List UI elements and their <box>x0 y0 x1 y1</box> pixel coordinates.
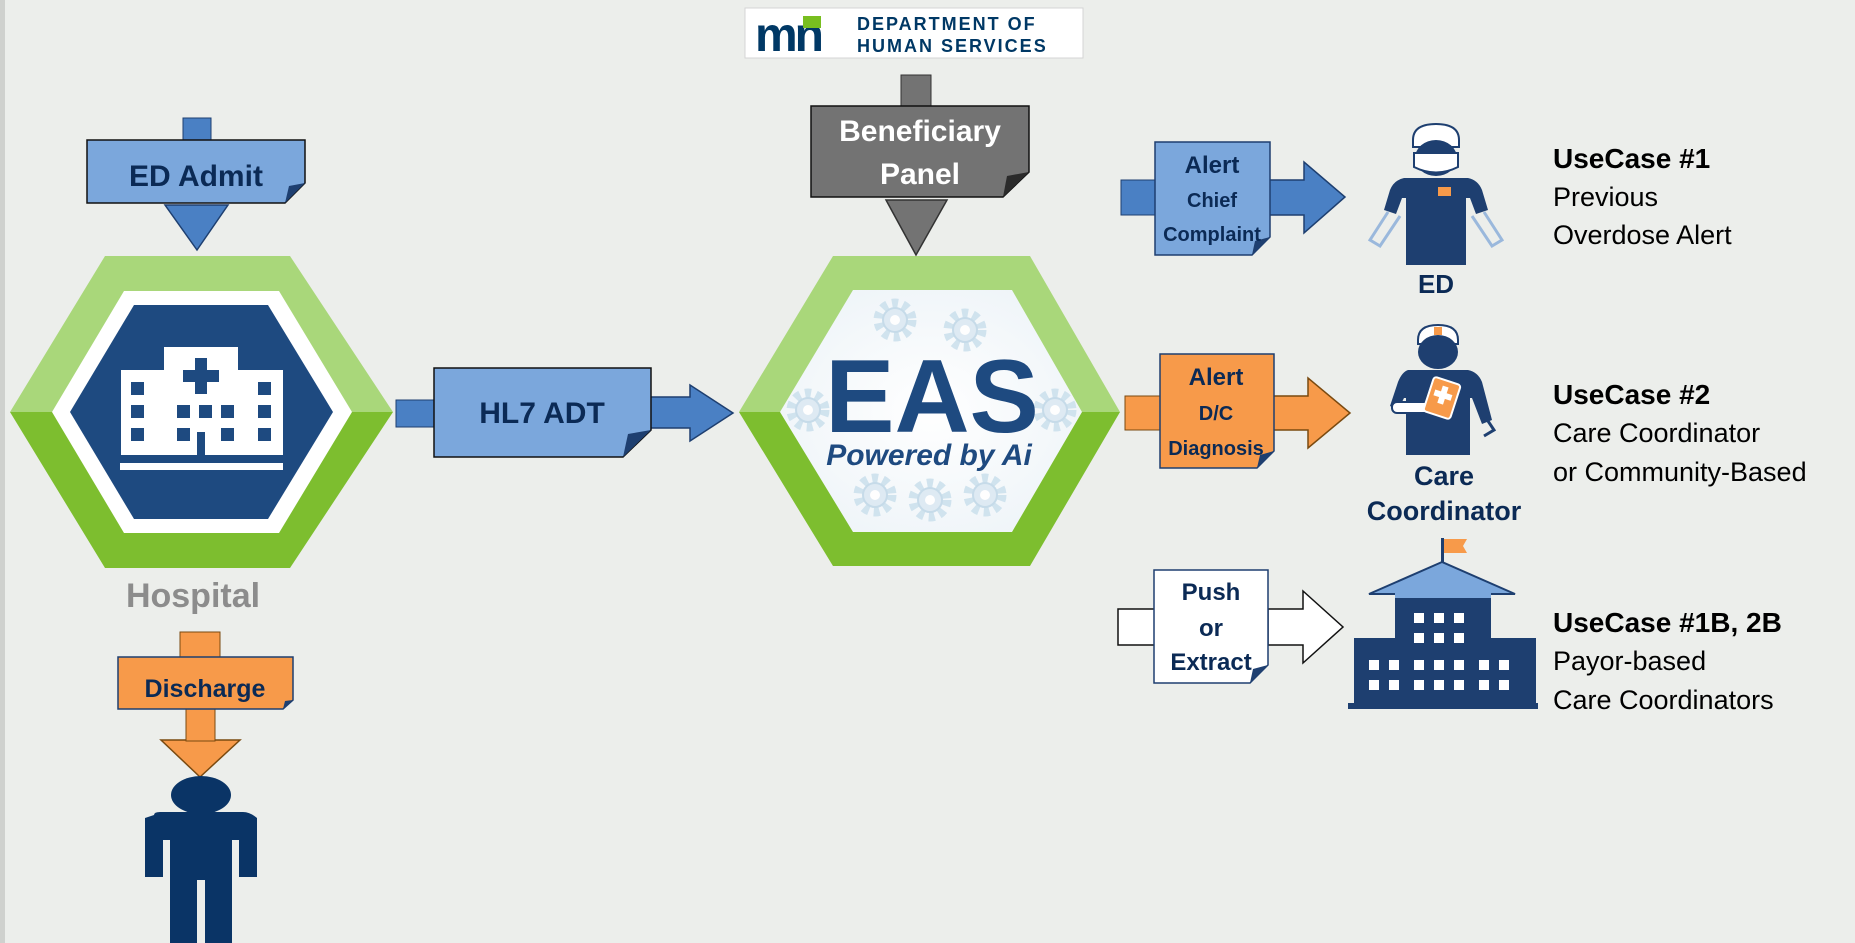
usecase1-line2: Overdose Alert <box>1553 220 1732 250</box>
care-label-line1: Care <box>1414 461 1474 491</box>
hospital-label: Hospital <box>126 577 260 615</box>
eas-title: EAS <box>825 339 1039 455</box>
push-line1: Push <box>1182 579 1241 606</box>
alert2-line2: D/C <box>1199 403 1233 425</box>
alert1-line3: Complaint <box>1163 224 1261 246</box>
ed-label: ED <box>1418 269 1454 299</box>
hl7-adt-label: HL7 ADT <box>479 397 605 430</box>
patient-person-icon <box>145 776 257 943</box>
left-border <box>0 0 5 943</box>
usecase1-title: UseCase #1 <box>1553 143 1710 174</box>
ed-admit-down-arrow <box>163 204 230 252</box>
push-line3: Extract <box>1170 649 1251 676</box>
care-coordinator-icon: Care Coordinator <box>1367 323 1522 526</box>
usecase2-line1: Care Coordinator <box>1553 418 1760 448</box>
ed-doctor-icon: ED <box>1367 122 1505 299</box>
usecase3-line2: Care Coordinators <box>1553 685 1774 715</box>
usecase-1: UseCase #1 Previous Overdose Alert <box>1553 143 1732 250</box>
dhs-logo: mn DEPARTMENT OF HUMAN SERVICES <box>744 7 1084 62</box>
usecase3-title: UseCase #1B, 2B <box>1553 607 1782 638</box>
alert2-line1: Alert <box>1189 364 1244 391</box>
logo-accent <box>803 16 821 28</box>
discharge-label: Discharge <box>145 675 266 703</box>
eas-node: EAS Powered by Ai <box>739 256 1120 566</box>
usecase3-line1: Payor-based <box>1553 646 1706 676</box>
usecase-1b-2b: UseCase #1B, 2B Payor-based Care Coordin… <box>1553 607 1782 715</box>
alert-chief-complaint: Alert Chief Complaint <box>1120 141 1347 256</box>
ed-admit-label: ED Admit <box>129 160 263 193</box>
payor-building-icon <box>1348 538 1538 709</box>
hospital-node: Hospital <box>10 256 393 615</box>
usecase1-line1: Previous <box>1553 182 1658 212</box>
eas-subtitle: Powered by Ai <box>826 439 1032 472</box>
logo-line1: DEPARTMENT OF <box>857 14 1037 34</box>
push-or-extract: Push or Extract <box>1117 569 1345 684</box>
alert-dc-diagnosis: Alert D/C Diagnosis <box>1124 353 1352 469</box>
ed-admit-input: ED Admit <box>86 117 306 252</box>
usecase2-title: UseCase #2 <box>1553 379 1710 410</box>
alert1-line2: Chief <box>1187 190 1237 212</box>
beneficiary-panel-input: Beneficiary Panel <box>810 74 1030 257</box>
alert1-line1: Alert <box>1185 152 1240 179</box>
logo-line2: HUMAN SERVICES <box>857 36 1048 56</box>
alert2-line3: Diagnosis <box>1168 438 1264 460</box>
discharge-output: Discharge <box>117 631 294 779</box>
push-line2: or <box>1199 615 1223 642</box>
usecase-2: UseCase #2 Care Coordinator or Community… <box>1553 379 1807 487</box>
beneficiary-label-line1: Beneficiary <box>839 115 1001 148</box>
beneficiary-label-line2: Panel <box>880 158 960 191</box>
care-label-line2: Coordinator <box>1367 496 1522 526</box>
usecase2-line2: or Community-Based <box>1553 457 1807 487</box>
hl7-adt-connector: HL7 ADT <box>395 367 735 458</box>
